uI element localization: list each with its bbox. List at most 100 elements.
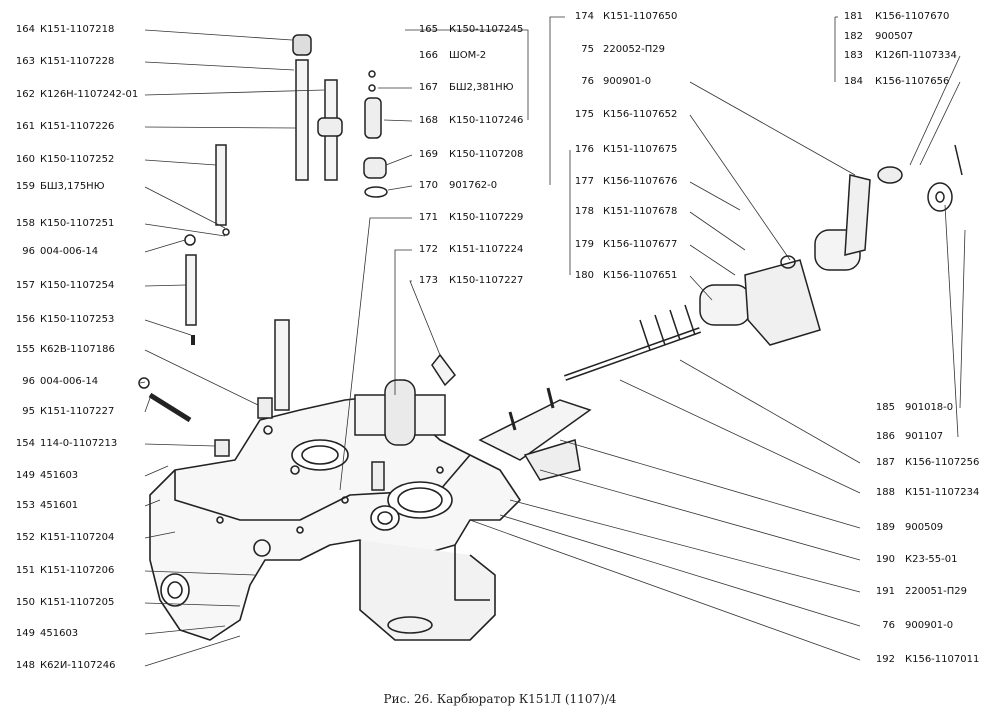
callout-part-number: 451603 xyxy=(40,628,79,639)
callout-number: 190 xyxy=(875,554,895,565)
callout-number: 176 xyxy=(574,144,594,155)
callout-number: 182 xyxy=(843,31,863,42)
float-parts-drawing xyxy=(138,319,456,491)
callout-part-number: К150-1107245 xyxy=(449,24,524,35)
callout-part-number: К151-1107204 xyxy=(40,532,115,543)
callout-part-number: 220051-П29 xyxy=(905,586,968,597)
callout-part-number: К151-1107206 xyxy=(40,565,115,576)
callout-number: 179 xyxy=(574,239,594,250)
callout-part-number: К150-1107246 xyxy=(449,115,524,126)
callout-part-number: 901762-0 xyxy=(449,180,498,191)
jets-drawing xyxy=(184,34,388,345)
callout-part-number: К150-1107252 xyxy=(40,154,115,165)
callout-part-number: К151-1107675 xyxy=(603,144,678,155)
callout-part-number: К151-1107678 xyxy=(603,206,678,217)
callout-part-number: БШ2,381НЮ xyxy=(449,82,514,93)
callout-part-number: 901107 xyxy=(905,431,944,442)
callout-number: 165 xyxy=(418,24,438,35)
callout-number: 189 xyxy=(875,522,895,533)
callout-number: 167 xyxy=(418,82,438,93)
callout-number: 168 xyxy=(418,115,438,126)
callout-part-number: К151-1107205 xyxy=(40,597,115,608)
callout-number: 96 xyxy=(22,376,35,387)
callout-part-number: К150-1107253 xyxy=(40,314,115,325)
callout-part-number: К156-1107676 xyxy=(603,176,678,187)
callout-number: 155 xyxy=(15,344,35,355)
callout-number: 187 xyxy=(875,457,895,468)
callout-part-number: К151-1107227 xyxy=(40,406,115,417)
callout-number: 178 xyxy=(574,206,594,217)
callout-part-number: К126Н-1107242-01 xyxy=(40,89,139,100)
callout-number: 75 xyxy=(581,44,594,55)
callout-part-number: К150-1107254 xyxy=(40,280,115,291)
callout-part-number: К156-1107656 xyxy=(875,76,950,87)
callout-part-number: К150-1107227 xyxy=(449,275,524,286)
callout-number: 96 xyxy=(22,246,35,257)
callout-number: 188 xyxy=(875,487,895,498)
callout-number: 159 xyxy=(15,181,35,192)
callout-part-number: К151-1107228 xyxy=(40,56,115,67)
callout-part-number: 900507 xyxy=(875,31,914,42)
callout-number: 177 xyxy=(574,176,594,187)
callout-part-number: ШОМ-2 xyxy=(449,50,487,61)
throttle-assembly-drawing xyxy=(478,144,963,481)
callout-number: 160 xyxy=(15,154,35,165)
callout-number: 152 xyxy=(15,532,35,543)
callout-part-number: БШ3,175НЮ xyxy=(40,181,105,192)
callout-part-number: 900901-0 xyxy=(905,620,954,631)
callout-part-number: 220052-П29 xyxy=(603,44,666,55)
carburetor-body-drawing xyxy=(149,394,521,641)
callout-number: 180 xyxy=(574,270,594,281)
callout-number: 169 xyxy=(418,149,438,160)
callout-part-number: 451601 xyxy=(40,500,79,511)
callout-number: 185 xyxy=(875,402,895,413)
callout-number: 186 xyxy=(875,431,895,442)
callout-number: 166 xyxy=(418,50,438,61)
callout-number: 191 xyxy=(875,586,895,597)
callout-number: 149 xyxy=(15,470,35,481)
callout-part-number: К156-1107256 xyxy=(905,457,980,468)
callout-number: 151 xyxy=(15,565,35,576)
callout-number: 183 xyxy=(843,50,863,61)
callout-part-number: К156-1107652 xyxy=(603,109,678,120)
callout-number: 192 xyxy=(875,654,895,665)
callout-part-number: К151-1107224 xyxy=(449,244,524,255)
callout-number: 181 xyxy=(843,11,863,22)
callout-part-number: К156-1107670 xyxy=(875,11,950,22)
callout-number: 95 xyxy=(22,406,35,417)
callout-part-number: К150-1107251 xyxy=(40,218,115,229)
callout-part-number: 451603 xyxy=(40,470,79,481)
callout-number: 164 xyxy=(15,24,35,35)
callout-part-number: К151-1107650 xyxy=(603,11,678,22)
callout-part-number: 004-006-14 xyxy=(40,376,99,387)
callout-number: 162 xyxy=(15,89,35,100)
leader-lines xyxy=(139,16,966,667)
callout-number: 163 xyxy=(15,56,35,67)
figure-caption: Рис. 26. Карбюратор К151Л (1107)/4 xyxy=(383,692,617,706)
callout-part-number: К151-1107226 xyxy=(40,121,115,132)
callout-number: 172 xyxy=(418,244,438,255)
callout-number: 153 xyxy=(15,500,35,511)
callout-part-number: К126П-1107334 xyxy=(875,50,957,61)
callout-part-number: 900509 xyxy=(905,522,944,533)
callout-number: 184 xyxy=(843,76,863,87)
callout-part-number: К23-55-01 xyxy=(905,554,958,565)
callout-number: 174 xyxy=(574,11,594,22)
callout-number: 154 xyxy=(15,438,35,449)
callout-number: 170 xyxy=(418,180,438,191)
callout-number: 76 xyxy=(581,76,594,87)
callout-part-number: К151-1107218 xyxy=(40,24,115,35)
callout-number: 173 xyxy=(418,275,438,286)
callout-number: 157 xyxy=(15,280,35,291)
callout-number: 148 xyxy=(15,660,35,671)
callout-part-number: 900901-0 xyxy=(603,76,652,87)
callout-number: 76 xyxy=(882,620,895,631)
callout-part-number: К156-1107651 xyxy=(603,270,678,281)
callout-part-number: К150-1107208 xyxy=(449,149,524,160)
callout-number: 149 xyxy=(15,628,35,639)
callout-part-number: К156-1107677 xyxy=(603,239,678,250)
callout-number: 156 xyxy=(15,314,35,325)
callout-part-number: 901018-0 xyxy=(905,402,954,413)
